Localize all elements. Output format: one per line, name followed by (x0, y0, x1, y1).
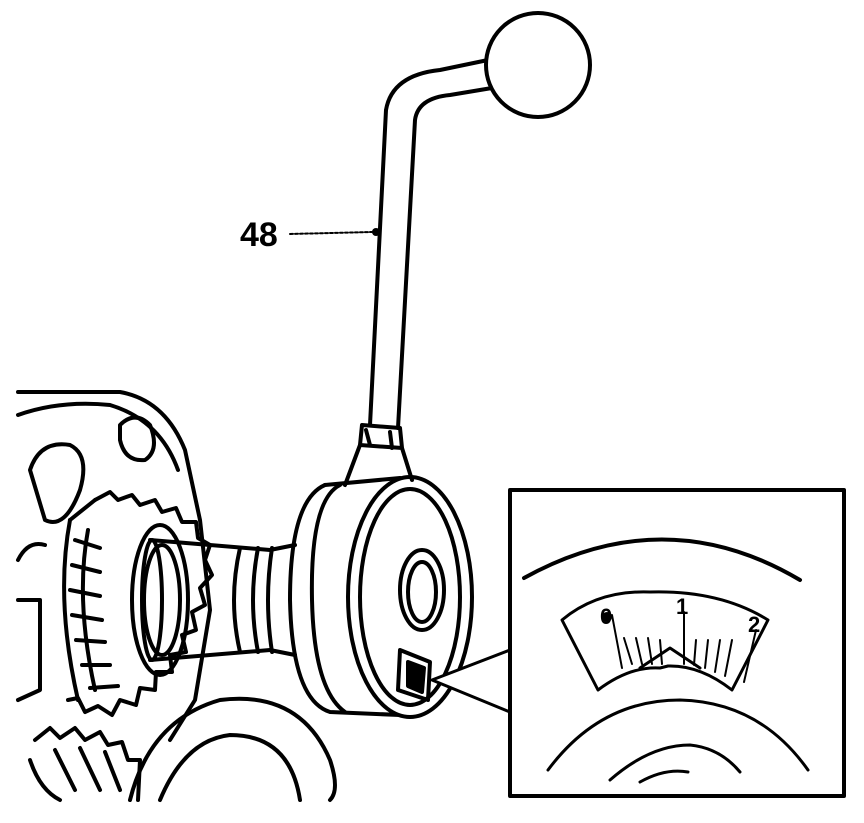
lever-arm[interactable] (368, 58, 494, 430)
dial-scale-window (560, 590, 770, 692)
drive-shaft (140, 538, 297, 662)
dial-pointer (638, 646, 702, 670)
dial-marker (602, 612, 612, 622)
dial-label-1: 1 (676, 594, 688, 619)
callout-label: 48 (240, 216, 278, 254)
detail-inset: 0 1 2 (430, 488, 846, 798)
dial-label-2: 2 (748, 612, 760, 637)
lower-gear (28, 696, 337, 802)
lever-knob[interactable] (484, 11, 592, 119)
dial-ticks (611, 611, 757, 683)
callout-leader (289, 228, 380, 236)
gearbox-housing (16, 390, 212, 742)
lever-base (343, 423, 414, 487)
dial-label-0: 0 (600, 604, 612, 629)
measuring-tool-body (288, 475, 474, 719)
bevel-gear (62, 490, 214, 717)
